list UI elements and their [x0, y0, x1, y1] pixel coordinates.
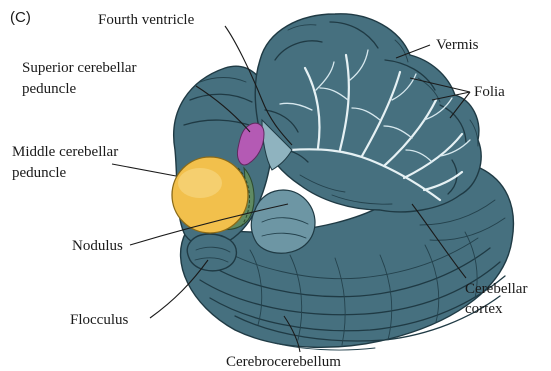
- flocculus: [187, 234, 236, 271]
- label-vermis: Vermis: [436, 37, 479, 53]
- label-fourth-ventricle: Fourth ventricle: [98, 12, 195, 28]
- label-superior-peduncle-line1: Superior cerebellar: [22, 60, 137, 76]
- label-cerebellar-cortex-line2: cortex: [465, 301, 503, 317]
- label-flocculus: Flocculus: [70, 312, 128, 328]
- label-middle-peduncle-line1: Middle cerebellar: [12, 144, 118, 160]
- panel-label: (C): [10, 9, 31, 26]
- label-superior-peduncle-line2: peduncle: [22, 81, 76, 97]
- label-cerebrocerebellum: Cerebrocerebellum: [226, 354, 341, 370]
- label-cerebellar-cortex-line1: Cerebellar: [465, 281, 527, 297]
- leader-middle-peduncle: [112, 164, 176, 176]
- nodulus-region: [251, 190, 315, 253]
- label-nodulus: Nodulus: [72, 238, 123, 254]
- label-middle-peduncle-line2: peduncle: [12, 165, 66, 181]
- label-folia: Folia: [474, 84, 505, 100]
